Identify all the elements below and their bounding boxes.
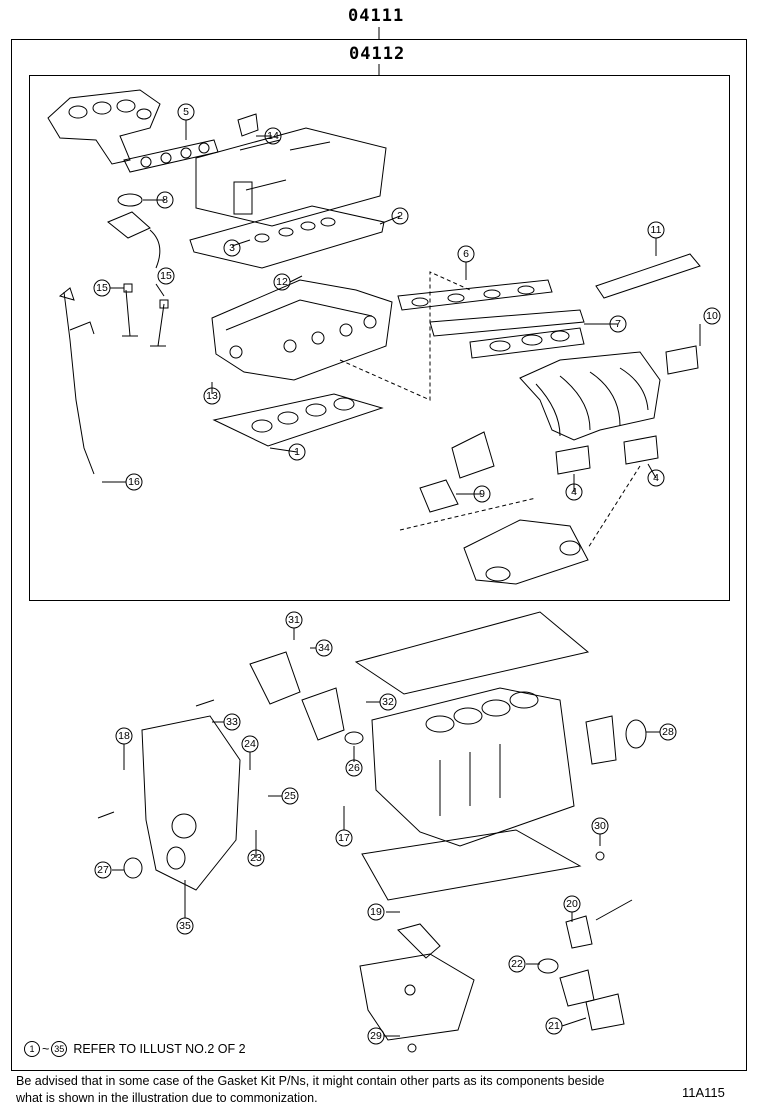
callout-7: 7 [615,318,621,330]
cylinder-head-part [211,279,393,381]
timing-chain-cover-part [141,715,241,891]
rear-seal-retainer-part [585,715,617,765]
callout-18: 18 [118,730,130,742]
oil-level-gauge-part [63,291,95,475]
advisory-note: Be advised that in some case of the Gask… [16,1074,605,1105]
throttle-body-part [451,431,495,479]
seal-26-part [344,731,364,745]
callout-22: 22 [511,958,523,970]
intake-manifold-gasket-part [397,279,553,311]
water-pump-part [249,651,345,741]
callout-15b: 15 [160,270,172,282]
callout-27: 27 [97,864,109,876]
crank-rear-seal-part [625,719,647,749]
oil-pan-gasket-part [361,829,582,901]
callout-6: 6 [463,248,469,260]
seal-part [117,193,143,207]
oil-pan-part [359,953,475,1041]
callout-32: 32 [382,696,394,708]
thermostat-part [559,969,595,1007]
callout-8: 8 [162,194,168,206]
intake-manifold-part [519,351,661,441]
water-bypass-part [565,899,633,949]
callout-14: 14 [267,130,279,142]
callout-34: 34 [318,642,330,654]
callout-1: 1 [294,446,300,458]
valve-cover-part [195,127,387,227]
gasket-4a-part [555,445,591,475]
thermostat-gasket-part [537,958,559,974]
callout-30: 30 [594,820,606,832]
callout-17: 17 [338,832,350,844]
water-inlet-part [585,993,625,1031]
callout-24: 24 [244,738,256,750]
kit-code-04112: 04112 [349,44,406,64]
kit-code-04111: 04111 [348,6,405,26]
callout-4a: 4 [571,486,577,498]
refer-text: REFER TO ILLUST NO.2 OF 2 [73,1042,246,1056]
callout-21: 21 [548,1020,560,1032]
callout-26: 26 [348,762,360,774]
gasket-4b-part [623,435,659,465]
refer-note: 1 ~ 35 REFER TO ILLUST NO.2 OF 2 [24,1041,246,1057]
callout-15a: 15 [96,282,108,294]
exhaust-manifold-part [47,89,161,165]
valves-part [122,283,169,347]
cylinder-head-gasket-part [212,393,384,447]
callout-10: 10 [706,310,718,322]
oil-filler-cap-part [237,113,259,137]
fuel-injector-rail-part [595,253,701,299]
refer-tilde: ~ [42,1042,50,1056]
oil-strainer-part [397,923,441,959]
refer-first-callout: 1 [24,1041,40,1057]
callout-12: 12 [276,276,288,288]
crank-front-seal-part [123,857,143,879]
callout-35: 35 [179,920,191,932]
callout-31: 31 [288,614,300,626]
part-callouts [93,103,721,1045]
callout-28: 28 [662,726,674,738]
callout-20: 20 [566,898,578,910]
part-callout-labels: 1 2 3 4 4 5 6 7 8 9 10 11 12 13 14 15 15… [96,106,718,1042]
callout-19: 19 [370,906,382,918]
small-parts [97,699,215,819]
intake-gasket-part [429,309,585,359]
callout-5: 5 [183,106,189,118]
callout-9: 9 [479,488,485,500]
callout-23: 23 [250,852,262,864]
sensor-part [665,345,699,375]
plug-tube-gaskets-part [254,217,336,243]
callout-29: 29 [370,1030,382,1042]
callout-2: 2 [397,210,403,222]
callout-13: 13 [206,390,218,402]
callout-4b: 4 [653,472,659,484]
callout-3: 3 [229,242,235,254]
oil-pan-upper-gasket-part [354,611,590,695]
refer-last-callout: 35 [51,1041,68,1057]
callout-16: 16 [128,476,140,488]
illustration-id: 11A115 [682,1085,725,1100]
callout-33: 33 [226,716,238,728]
gasket-9-part [419,479,459,513]
callout-25: 25 [284,790,296,802]
surge-tank-part [463,519,589,585]
head-cover-gasket-part [189,205,385,269]
exhaust-pipe-gasket-part [107,211,161,269]
callout-11: 11 [651,224,662,236]
cylinder-block-part [371,687,575,847]
